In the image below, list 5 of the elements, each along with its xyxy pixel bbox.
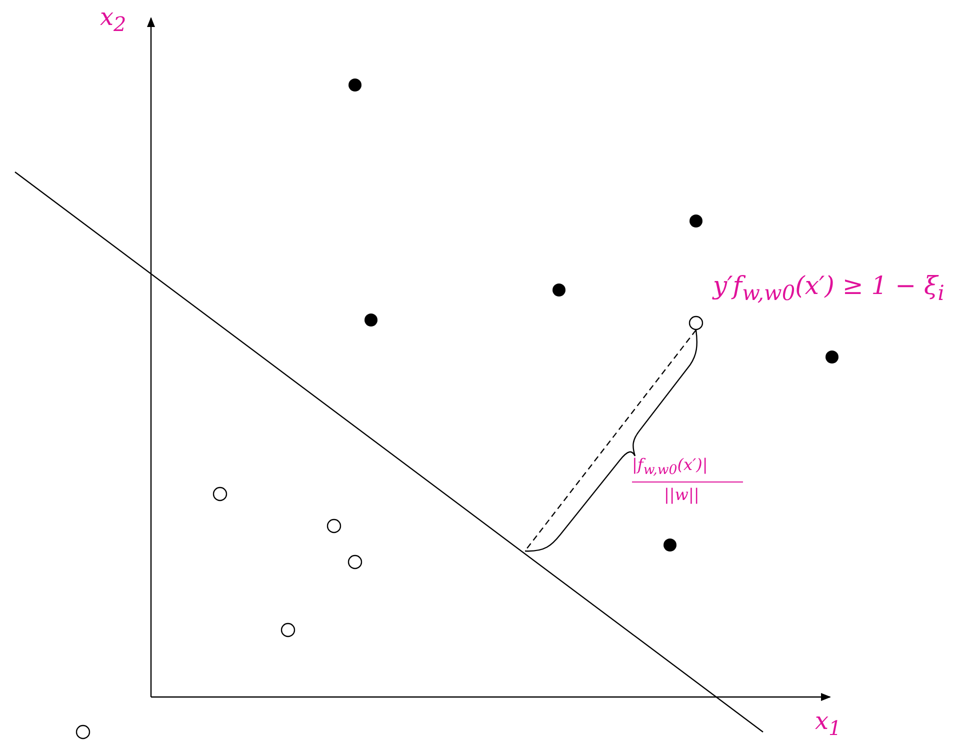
- fraction-numerator: |f$_{w,w0}$(x′)|: [632, 456, 708, 479]
- fraction-denominator: ||w||: [664, 486, 700, 504]
- axis-label: x$_{2}$: [100, 4, 126, 35]
- axis-label: x$_{1}$: [815, 708, 842, 739]
- constraint-formula: y′f$_{w,w0}$(x′) ≥ 1 − ξ$_{i}$: [713, 272, 944, 305]
